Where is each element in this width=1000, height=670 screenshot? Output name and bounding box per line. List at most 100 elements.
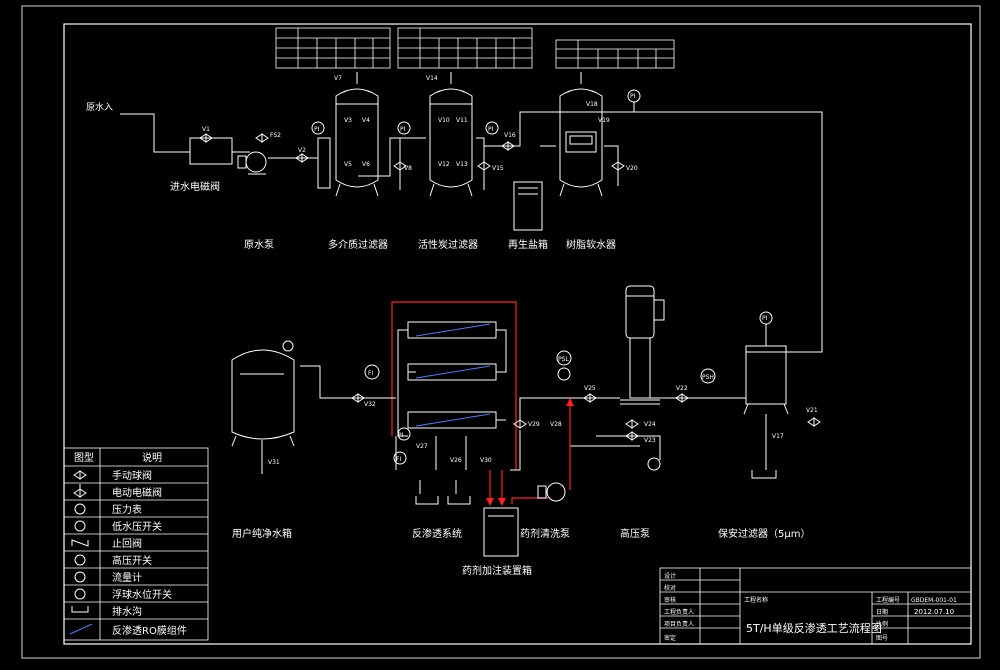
ball-valve-icon xyxy=(73,470,87,480)
flow-arrow-down-2 xyxy=(498,498,506,506)
tag-v28: V28 xyxy=(550,421,562,428)
legend-header-desc: 说明 xyxy=(142,451,162,464)
valve-table-1 xyxy=(275,27,391,69)
valves-ro xyxy=(351,393,821,441)
legend-item-3: 压力表 xyxy=(112,503,142,516)
tag-v16: V16 xyxy=(504,132,516,139)
security-filter xyxy=(743,311,789,415)
tag-v19: V19 xyxy=(598,117,610,124)
tag-v29: V29 xyxy=(528,421,540,428)
cleaning-pump xyxy=(537,482,566,502)
cleaning-pump-label: 药剂清洗泵 xyxy=(520,527,570,540)
tag-v21: V21 xyxy=(806,407,818,414)
tag-v26: V26 xyxy=(450,457,462,464)
tag-v7: V7 xyxy=(334,75,342,82)
valve-table-3 xyxy=(555,39,675,69)
legend-item-10: 反渗透RO膜组件 xyxy=(112,624,187,637)
ro-piping xyxy=(300,365,767,471)
tag-v8: V8 xyxy=(404,165,412,172)
tag-fs2: FS2 xyxy=(270,132,281,139)
tag-v6: V6 xyxy=(362,161,370,168)
solenoid-valve-icon xyxy=(73,484,87,498)
tag-v1: V1 xyxy=(202,126,210,133)
drain-symbols xyxy=(415,470,777,505)
multimedia-filter-vessel xyxy=(335,72,379,197)
tag-v15: V15 xyxy=(492,165,504,172)
flow-arrow-up xyxy=(566,398,574,406)
raw-water-pump xyxy=(237,151,267,175)
tb-date: 2012.07.10 xyxy=(914,608,954,616)
tag-v23: V23 xyxy=(644,437,656,444)
tag-v24: V24 xyxy=(644,421,656,428)
cleaning-red-lines xyxy=(489,400,571,504)
tb-scale-label: 比例 xyxy=(876,620,888,628)
tb-sheet-label: 图号 xyxy=(876,635,888,642)
drain-icon xyxy=(71,606,89,613)
tag-pi-6: PI xyxy=(398,432,404,439)
dosing-tank-label: 药剂加注装置箱 xyxy=(462,564,532,577)
tag-v25: V25 xyxy=(584,385,596,392)
legend-item-9: 排水沟 xyxy=(112,605,142,618)
legend-header-symbol: 图型 xyxy=(74,451,94,464)
pressure-gauges-top xyxy=(311,89,641,135)
tb-check: 校对 xyxy=(664,584,676,592)
brine-tank xyxy=(513,181,543,231)
legend-table-grid xyxy=(63,447,209,641)
tag-v18: V18 xyxy=(586,101,598,108)
legend-item-2: 电动电磁阀 xyxy=(112,486,162,499)
outer-frame xyxy=(21,5,981,659)
valves-top xyxy=(199,133,625,171)
title-block-grid xyxy=(659,567,972,645)
ro-instruments xyxy=(364,350,716,471)
tb-review: 审核 xyxy=(664,596,676,604)
tag-v32: V32 xyxy=(364,401,376,408)
tag-v3: V3 xyxy=(344,117,352,124)
hp-pump-label: 高压泵 xyxy=(620,527,650,540)
regen-tank-label: 再生盐箱 xyxy=(508,238,548,251)
check-valve-icon xyxy=(71,539,89,547)
dosing-tank xyxy=(483,507,519,557)
softener-vessel xyxy=(559,72,603,197)
tag-pi-1: PI xyxy=(314,126,320,133)
raw-water-in-label: 原水入 xyxy=(86,101,113,113)
tag-v30: V30 xyxy=(480,457,492,464)
tag-v31: V31 xyxy=(268,459,280,466)
ro-system-label: 反渗透系统 xyxy=(412,527,462,540)
carbon-filter-vessel xyxy=(429,72,473,197)
pressure-gauge-icon xyxy=(74,503,86,515)
tag-v27: V27 xyxy=(416,443,428,450)
float-switch-icon xyxy=(74,588,86,600)
tb-design: 设计 xyxy=(664,572,676,580)
tb-project: 工程名称 xyxy=(744,596,768,604)
tag-pi-5: PI xyxy=(488,126,494,133)
tag-psh: PSH xyxy=(702,374,714,381)
legend-item-8: 浮球水位开关 xyxy=(112,588,172,601)
flow-meter-icon xyxy=(74,571,86,583)
high-pressure-pump xyxy=(620,285,665,405)
tb-date-label: 日期 xyxy=(876,608,888,616)
inlet-solenoid-label: 进水电磁阀 xyxy=(170,180,220,193)
raw-pump-label: 原水泵 xyxy=(244,239,274,251)
security-filter-label: 保安过滤器（5μm） xyxy=(718,527,810,540)
tag-fi-2: FI xyxy=(396,456,401,463)
tag-v12: V12 xyxy=(438,161,450,168)
tag-v4: V4 xyxy=(362,117,370,124)
tag-v20: V20 xyxy=(626,165,638,172)
ro-red-frame xyxy=(391,301,517,470)
tb-approve: 审定 xyxy=(664,634,676,642)
tag-psl: PSL xyxy=(558,356,569,363)
tag-v13: V13 xyxy=(456,161,468,168)
multimedia-filter-label: 多介质过滤器 xyxy=(328,238,388,251)
tag-v5: V5 xyxy=(344,161,352,168)
tag-v11: V11 xyxy=(456,117,468,124)
low-pressure-switch-icon xyxy=(74,520,86,532)
drawing-title: 5T/H单级反渗透工艺流程图 xyxy=(746,621,882,635)
ro-membrane-icon xyxy=(69,623,93,635)
tag-fi-1: FI xyxy=(368,370,373,377)
tag-v22: V22 xyxy=(676,385,688,392)
product-water-tank xyxy=(231,340,295,474)
tb-manager: 项目负责人 xyxy=(664,620,694,628)
tb-drawing-no: GBDEM-001-01 xyxy=(911,597,957,604)
flow-arrow-down-1 xyxy=(486,498,494,506)
tag-v2: V2 xyxy=(298,147,306,154)
